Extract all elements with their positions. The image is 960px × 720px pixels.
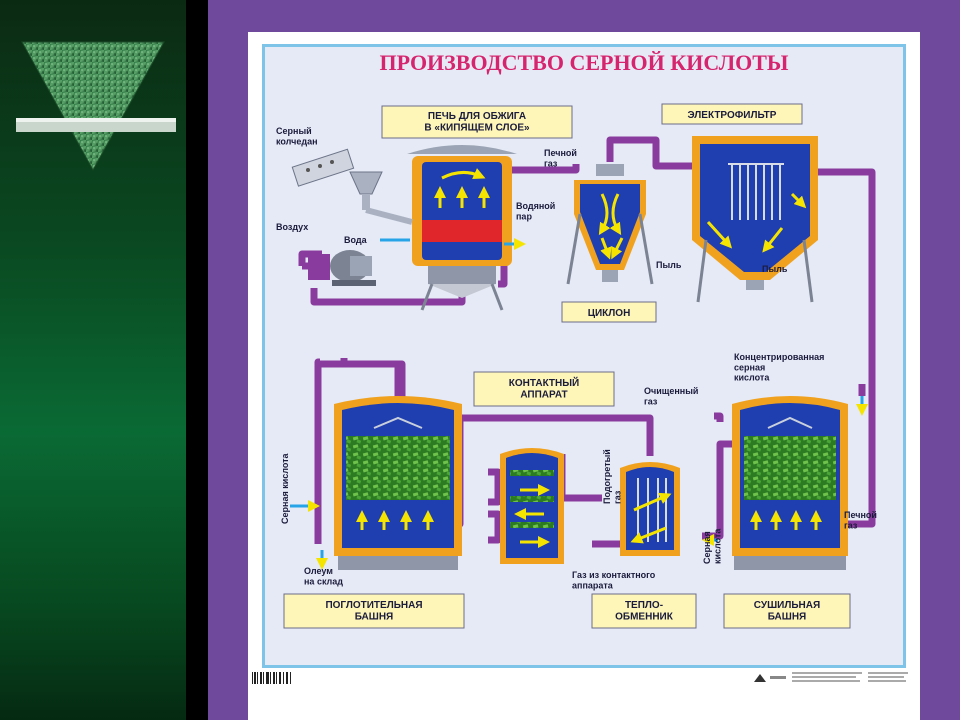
electrofilter-title: ЭЛЕКТРОФИЛЬТР [688,110,777,121]
label-dust-1: Пыль [656,260,682,270]
absorber-tower [334,396,462,570]
poster-title: ПРОИЗВОДСТВО СЕРНОЙ КИСЛОТЫ [380,50,789,75]
drying-tower [732,396,848,570]
barcode-icon [250,670,294,686]
heat-exchanger-title: ТЕПЛО-ОБМЕННИК [615,600,674,623]
heat-exchanger [620,462,680,556]
label-air: Воздух [276,222,308,232]
publisher-logo-icon [754,672,908,682]
sulfuric-acid-process-diagram: ПРОИЗВОДСТВО СЕРНОЙ КИСЛОТЫ [276,50,877,629]
contact-apparatus [500,448,564,564]
label-acid-left: Серная кислота [280,452,290,524]
pyrite-hopper [291,148,413,225]
cyclone-title: ЦИКЛОН [588,308,631,319]
label-dust-2: Пыль [762,264,788,274]
label-heated-gas: Подогретыйгаз [602,449,622,504]
liquid-flow-arrows [290,396,868,570]
electrofilter [692,136,818,303]
green-triangle-logo-icon [16,41,176,172]
label-water: Вода [344,235,368,245]
air-blower [308,250,376,286]
furnace [380,145,526,311]
left-divider-strip [186,0,208,720]
label-acid-right: Сернаякислота [702,528,722,564]
cyclone [566,164,654,285]
